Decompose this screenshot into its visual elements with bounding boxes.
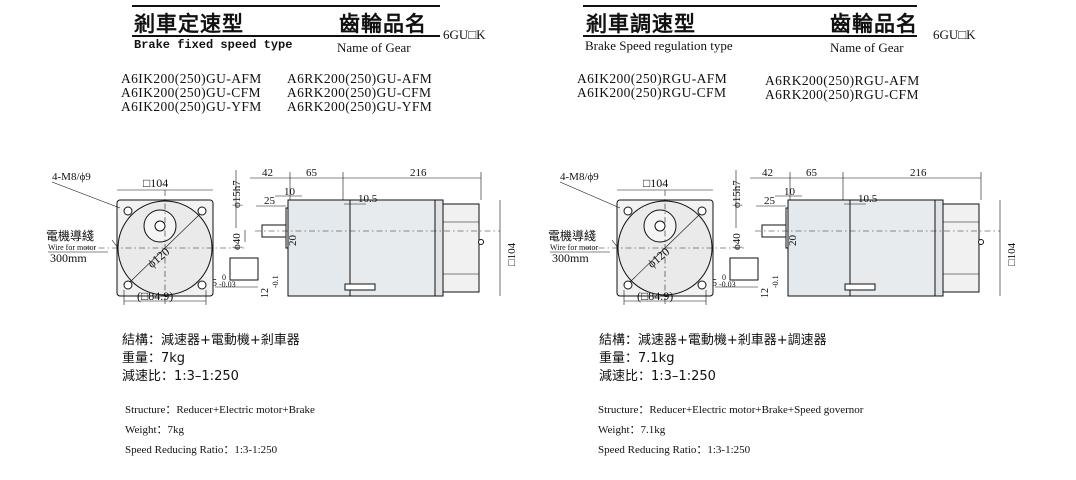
model-code: A6IK200(250)GU-CFM	[121, 85, 261, 100]
left-spec-en: Structure：Reducer+Electric motor+Brake W…	[125, 400, 315, 460]
spec-ratio-zh: 減速比：1:3–1:250	[599, 369, 716, 384]
boss-dia-label: ϕ40	[731, 233, 743, 250]
spec-structure-en: Structure：Reducer+Electric motor+Brake	[125, 404, 315, 416]
left-spec-zh: 結構：減速器+電動機+剎車器 重量：7kg 減速比：1:3–1:250	[122, 332, 300, 386]
model-code: A6IK200(250)RGU-AFM	[577, 71, 728, 86]
spec-structure-zh: 結構：減速器+電動機+剎車器+調速器	[599, 333, 827, 348]
dim-216-label: 216	[910, 167, 927, 179]
spec-ratio-zh: 減速比：1:3–1:250	[122, 369, 239, 384]
dim-216-label: 216	[410, 167, 427, 179]
dim-104-label: □104	[1006, 242, 1018, 266]
spec-weight-en: Weight：7kg	[125, 424, 184, 436]
spec-weight-en: Weight：7.1kg	[598, 424, 666, 436]
square-top-label: □104	[143, 176, 168, 190]
key-width-label: 5	[212, 278, 217, 289]
left-gear-en: Name of Gear	[337, 40, 411, 55]
key-height-tol: -0.1	[771, 275, 780, 288]
spec-weight-zh: 重量：7.1kg	[599, 351, 675, 366]
right-motor-drawing: ϕ120 □104 (□84.9) 4-M8/ϕ9 電機導綫 Wire for …	[548, 167, 1018, 305]
dim-25-label: 25	[264, 195, 276, 207]
model-code: A6RK200(250)GU-AFM	[287, 71, 433, 86]
model-code: A6RK200(250)GU-CFM	[287, 85, 432, 100]
spec-structure-zh: 結構：減速器+電動機+剎車器	[122, 333, 300, 348]
key-width-tol: -0.03	[719, 280, 736, 289]
wire-zh-label: 電機導綫	[548, 228, 596, 243]
dim-42-label: 42	[762, 167, 773, 179]
boss-dia-label: ϕ40	[231, 233, 243, 250]
wire-en-label: Wire for motor	[48, 243, 96, 252]
right-header-rule-top	[583, 5, 917, 7]
dim-65-label: 65	[306, 167, 318, 179]
dim-10-5-label: 10.5	[858, 193, 878, 205]
right-header-rule	[583, 35, 917, 37]
model-code: A6RK200(250)GU-YFM	[287, 99, 433, 114]
right-gear-zh: 齒輪品名	[830, 12, 918, 36]
key-height-tol: -0.1	[271, 275, 280, 288]
model-code: A6IK200(250)RGU-CFM	[577, 85, 727, 100]
wire-callout: 電機導綫 Wire for motor 300mm	[46, 228, 119, 265]
left-models-col1: A6IK200(250)GU-AFM A6IK200(250)GU-CFM A6…	[121, 72, 262, 114]
right-gear-en: Name of Gear	[830, 40, 904, 55]
model-code: A6RK200(250)RGU-CFM	[765, 87, 919, 102]
spec-ratio-en: Speed Reducing Ratio：1:3-1:250	[598, 444, 751, 456]
dim-25-label: 25	[764, 195, 776, 207]
dim-20-label: 20	[787, 235, 799, 247]
left-header-rule-top	[132, 5, 440, 7]
key-width-tol: -0.03	[219, 280, 236, 289]
key-section: 5 -0.03 0 12 -0.1	[212, 257, 280, 298]
model-code: A6IK200(250)GU-AFM	[121, 71, 262, 86]
wire-length-label: 300mm	[50, 251, 87, 265]
bolt-label: 4-M8/ϕ9	[52, 171, 91, 183]
shaft-dia-label: ϕ15h7	[231, 180, 243, 208]
left-title-zh: 剎車定速型	[134, 12, 244, 36]
dim-20-label: 20	[287, 235, 299, 247]
spec-ratio-en: Speed Reducing Ratio：1:3-1:250	[125, 444, 278, 456]
left-gear-zh: 齒輪品名	[339, 12, 427, 36]
shaft-dia-label: ϕ15h7	[731, 180, 743, 208]
side-view: ϕ15h7 ϕ40 20 42 65 216 25 10 10.5 □104	[731, 167, 1018, 297]
spec-weight-zh: 重量：7kg	[122, 351, 186, 366]
right-models-col1: A6IK200(250)RGU-AFM A6IK200(250)RGU-CFM	[577, 72, 727, 100]
key-height-label: 12	[260, 288, 271, 298]
model-code: A6RK200(250)RGU-AFM	[765, 73, 920, 88]
wire-length-label: 300mm	[552, 251, 589, 265]
spec-structure-en: Structure：Reducer+Electric motor+Brake+S…	[598, 404, 864, 416]
square-top-label: □104	[643, 176, 668, 190]
right-title-en: Brake Speed regulation type	[585, 38, 733, 53]
left-models-col2: A6RK200(250)GU-AFM A6RK200(250)GU-CFM A6…	[287, 72, 432, 114]
dim-104-label: □104	[506, 242, 518, 266]
right-spec-zh: 結構：減速器+電動機+剎車器+調速器 重量：7.1kg 減速比：1:3–1:25…	[599, 332, 827, 386]
side-view: ϕ15h7 ϕ40 20 42 65 216 25 10 10.5 □104	[231, 167, 518, 297]
left-gear-code: 6GU□K	[443, 27, 486, 42]
model-code: A6IK200(250)GU-YFM	[121, 99, 262, 114]
left-title-en: Brake fixed speed type	[134, 38, 293, 52]
right-models-col2: A6RK200(250)RGU-AFM A6RK200(250)RGU-CFM	[765, 74, 920, 102]
left-header-rule	[132, 35, 440, 37]
key-height-label: 12	[760, 288, 771, 298]
dim-10-5-label: 10.5	[358, 193, 378, 205]
key-section: 5 -0.03 0 12 -0.1	[712, 257, 780, 298]
key-width-zero: 0	[222, 273, 226, 282]
wire-zh-label: 電機導綫	[46, 228, 94, 243]
dim-42-label: 42	[262, 167, 273, 179]
front-view: ϕ120 □104 (□84.9) 4-M8/ϕ9	[559, 171, 745, 305]
wire-callout: 電機導綫 Wire for motor 300mm	[548, 228, 619, 265]
key-width-zero: 0	[722, 273, 726, 282]
right-title-zh: 剎車調速型	[586, 12, 696, 36]
bolt-label: 4-M8/ϕ9	[560, 171, 599, 183]
right-gear-code: 6GU□K	[933, 27, 976, 42]
left-motor-drawing: ϕ120 □104 (□84.9) 4-M8/ϕ9 電機導綫 Wire for …	[46, 167, 518, 305]
key-width-label: 5	[712, 278, 717, 289]
square-bottom-label: (□84.9)	[137, 289, 173, 303]
wire-en-label: Wire for motor	[550, 243, 598, 252]
right-spec-en: Structure：Reducer+Electric motor+Brake+S…	[598, 400, 863, 460]
dim-65-label: 65	[806, 167, 818, 179]
front-view: ϕ120 □104 (□84.9) 4-M8/ϕ9	[51, 171, 245, 305]
square-bottom-label: (□84.9)	[637, 289, 673, 303]
